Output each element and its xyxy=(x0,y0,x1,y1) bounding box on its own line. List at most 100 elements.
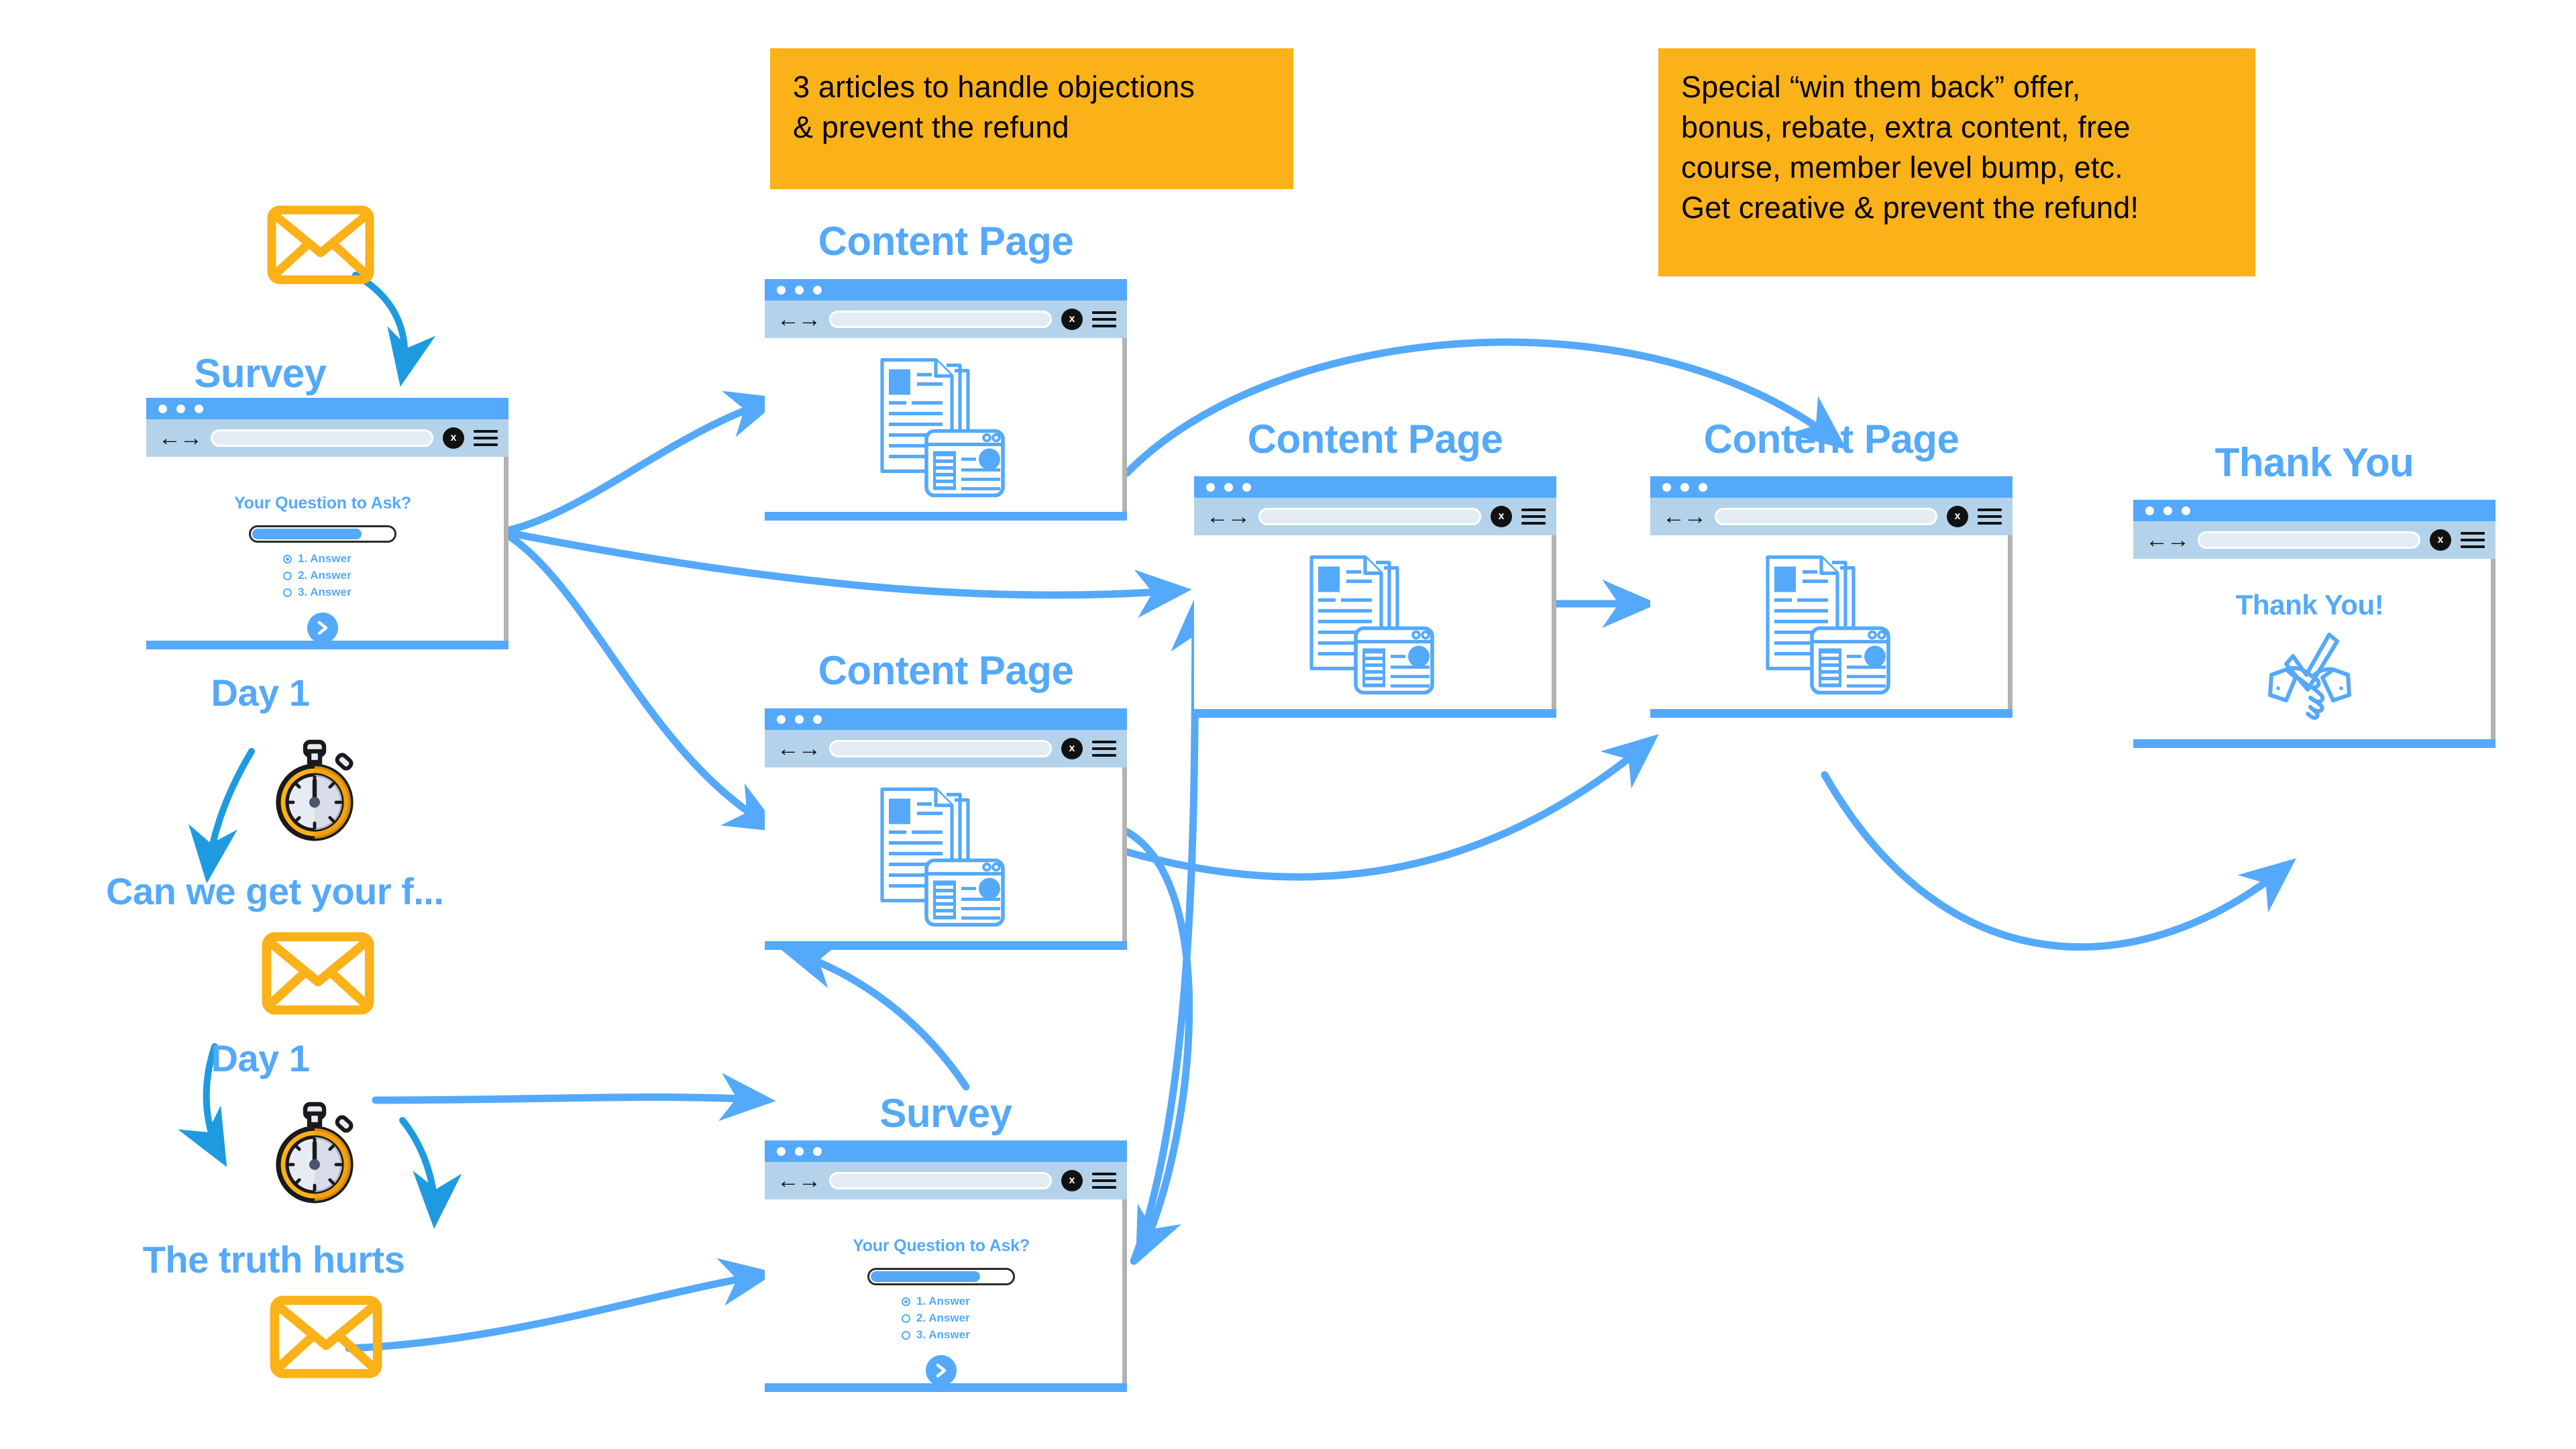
radio-icon-selected[interactable] xyxy=(902,1297,910,1306)
label-day-1-second: Day 1 xyxy=(211,1037,310,1079)
window-content-survey: Your Question to Ask? 1. Answer 2. Answe… xyxy=(765,1199,1127,1383)
handshake-check-icon xyxy=(2268,633,2351,720)
url-input[interactable] xyxy=(1258,508,1481,525)
survey-option[interactable]: 2. Answer xyxy=(283,569,362,582)
window-footer-bar xyxy=(1650,709,2012,718)
window-content-article xyxy=(1650,535,2012,709)
survey-next-button[interactable] xyxy=(926,1355,957,1383)
window-toolbar: ←→ x xyxy=(1194,498,1556,535)
arrow-content2-to-survey2-route xyxy=(1123,828,1193,1265)
window-footer-bar xyxy=(146,641,508,649)
radio-icon[interactable] xyxy=(283,571,292,580)
survey-option[interactable]: 3. Answer xyxy=(283,586,362,599)
documents-and-article-icon xyxy=(1765,555,1890,694)
url-input[interactable] xyxy=(829,740,1052,757)
survey-option[interactable]: 1. Answer xyxy=(902,1295,981,1308)
window-dot-red xyxy=(777,285,786,294)
nav-arrows[interactable]: ←→ xyxy=(777,307,821,332)
survey-option[interactable]: 1. Answer xyxy=(283,552,362,566)
nav-arrows[interactable]: ←→ xyxy=(2145,527,2190,553)
hamburger-menu-icon[interactable] xyxy=(1521,508,1546,525)
browser-window-thankyou[interactable]: ←→ x Thank You! xyxy=(2133,500,2496,748)
radio-icon[interactable] xyxy=(283,588,292,597)
close-icon[interactable]: x xyxy=(2430,529,2451,551)
window-dot-red xyxy=(777,714,786,724)
survey-progress-bar[interactable] xyxy=(249,525,396,543)
window-titlebar xyxy=(765,708,1127,730)
hamburger-menu-icon[interactable] xyxy=(1978,508,2002,525)
browser-window-survey-2[interactable]: ←→ x Your Question to Ask? 1. Answer 2. … xyxy=(765,1140,1127,1392)
url-input[interactable] xyxy=(829,1172,1052,1189)
close-icon[interactable]: x xyxy=(1061,738,1083,759)
window-titlebar xyxy=(2133,500,2496,521)
window-dot-green xyxy=(813,285,822,294)
url-input[interactable] xyxy=(1715,508,1937,525)
window-footer-bar xyxy=(1194,709,1556,718)
window-dot-red xyxy=(2145,506,2154,515)
window-dot-green xyxy=(813,714,822,724)
documents-and-article-icon xyxy=(879,787,1005,926)
window-dot-green xyxy=(2182,506,2190,515)
survey-option-label: 3. Answer xyxy=(916,1328,970,1341)
chevron-right-icon xyxy=(936,1363,947,1378)
arrow-content4-to-thankyou xyxy=(1821,771,2296,951)
window-dot-yellow xyxy=(176,404,185,413)
close-icon[interactable]: x xyxy=(443,427,464,449)
window-dot-green xyxy=(1699,482,1707,492)
window-content-survey: Your Question to Ask? 1. Answer 2. Answe… xyxy=(146,457,508,641)
window-dot-yellow xyxy=(795,1146,804,1156)
label-email-subject-2: The truth hurts xyxy=(142,1238,405,1281)
window-footer-bar xyxy=(765,512,1127,521)
url-input[interactable] xyxy=(211,429,433,447)
close-icon[interactable]: x xyxy=(1061,309,1083,330)
survey-option[interactable]: 3. Answer xyxy=(902,1328,981,1342)
window-dot-yellow xyxy=(2163,506,2172,515)
window-titlebar xyxy=(146,398,508,419)
window-dot-red xyxy=(158,404,167,413)
browser-window-content-3[interactable]: ←→ x xyxy=(1194,476,1556,718)
url-input[interactable] xyxy=(2198,531,2420,549)
survey-question: Your Question to Ask? xyxy=(234,494,411,513)
close-icon[interactable]: x xyxy=(1947,506,1968,527)
arrow-email2-to-survey2 xyxy=(372,1073,776,1122)
arrow-timer1-to-subject1 xyxy=(189,748,255,883)
radio-icon-selected[interactable] xyxy=(283,554,292,564)
hamburger-menu-icon[interactable] xyxy=(1092,1173,1116,1189)
callout-articles: 3 articles to handle objections & preven… xyxy=(770,48,1293,189)
browser-window-content-4[interactable]: ←→ x xyxy=(1650,476,2012,718)
window-toolbar: ←→ x xyxy=(1650,498,2012,535)
nav-arrows[interactable]: ←→ xyxy=(1206,504,1250,529)
hamburger-menu-icon[interactable] xyxy=(2461,532,2485,548)
close-icon[interactable]: x xyxy=(1061,1170,1083,1191)
survey-option-label: 3. Answer xyxy=(298,586,352,598)
survey-next-button[interactable] xyxy=(307,612,338,641)
window-dot-green xyxy=(195,404,203,413)
window-titlebar xyxy=(1194,476,1556,498)
survey-options: 1. Answer 2. Answer 3. Answer xyxy=(765,1295,1118,1342)
window-dot-red xyxy=(1206,482,1215,492)
hamburger-menu-icon[interactable] xyxy=(474,430,498,446)
envelope-icon xyxy=(262,931,374,1019)
browser-window-content-1[interactable]: ←→ x xyxy=(765,279,1127,521)
browser-window-content-2[interactable]: ←→ x xyxy=(765,708,1127,950)
hamburger-menu-icon[interactable] xyxy=(1092,741,1116,757)
nav-arrows[interactable]: ←→ xyxy=(158,425,203,451)
nav-arrows[interactable]: ←→ xyxy=(777,736,821,761)
survey-option-label: 1. Answer xyxy=(916,1295,970,1307)
radio-icon[interactable] xyxy=(902,1313,910,1323)
node-title-content-2: Content Page xyxy=(818,648,1074,693)
survey-option[interactable]: 2. Answer xyxy=(902,1311,981,1325)
survey-options: 1. Answer 2. Answer 3. Answer xyxy=(146,552,499,599)
window-toolbar: ←→ x xyxy=(2133,521,2496,559)
browser-window-survey-1[interactable]: ←→ x Your Question to Ask? 1. Answer 2. … xyxy=(146,398,508,649)
close-icon[interactable]: x xyxy=(1491,506,1512,527)
hamburger-menu-icon[interactable] xyxy=(1092,311,1116,327)
radio-icon[interactable] xyxy=(902,1330,910,1340)
window-titlebar xyxy=(1650,476,2012,498)
survey-progress-bar[interactable] xyxy=(867,1268,1015,1285)
url-input[interactable] xyxy=(829,311,1052,328)
nav-arrows[interactable]: ←→ xyxy=(777,1168,821,1193)
nav-arrows[interactable]: ←→ xyxy=(1662,504,1707,529)
survey-question: Your Question to Ask? xyxy=(853,1236,1030,1255)
stopwatch-icon xyxy=(265,1100,364,1208)
